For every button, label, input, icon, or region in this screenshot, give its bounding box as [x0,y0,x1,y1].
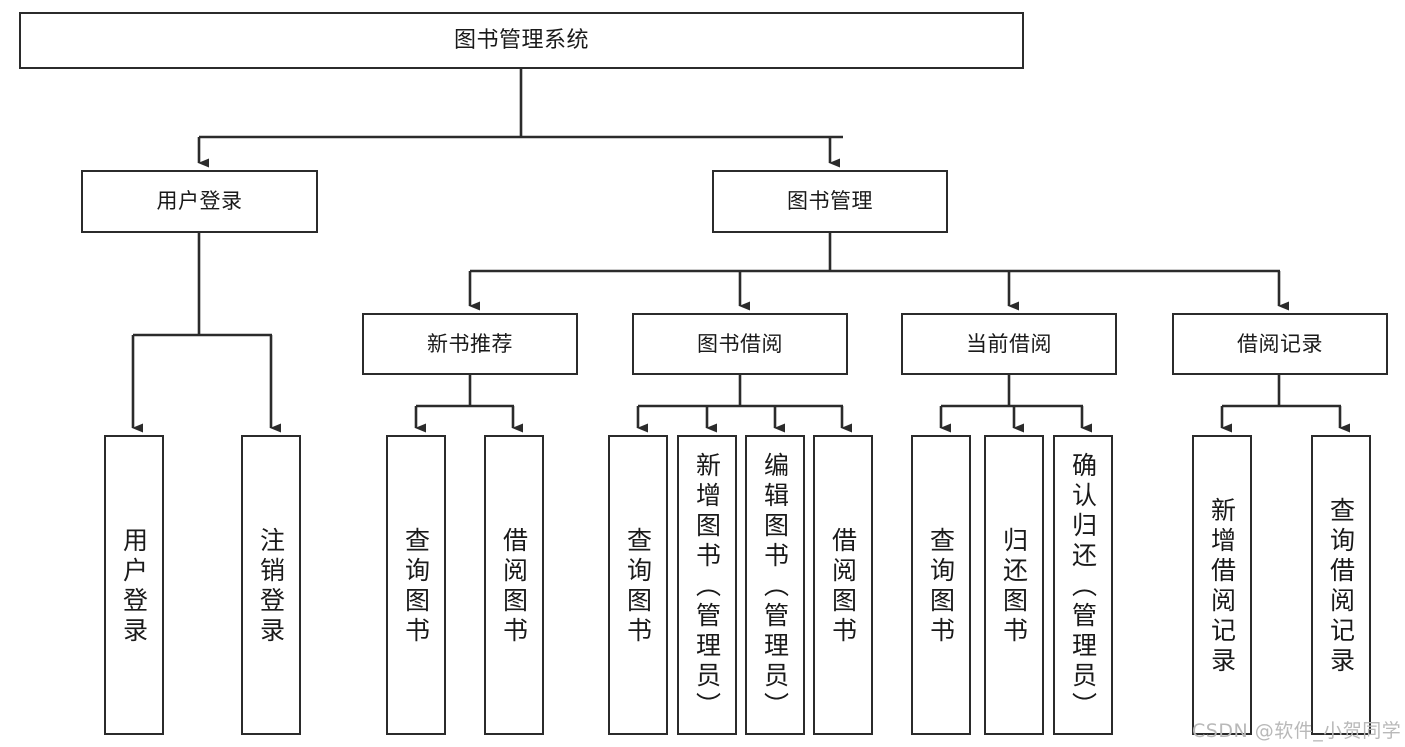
node-current-borrow-label: 当前借阅 [966,331,1052,356]
node-new-book-recommend-label: 新书推荐 [427,331,513,356]
node-leaf-borrow-book[interactable]: 借阅图书 [813,435,873,735]
node-leaf-add-borrow-record[interactable]: 新增借阅记录 [1192,435,1252,735]
node-root[interactable]: 图书管理系统 [19,12,1024,69]
node-book-borrow-label: 图书借阅 [697,331,783,356]
node-leaf-query-borrow-record[interactable]: 查询借阅记录 [1311,435,1371,735]
node-user-login[interactable]: 用户登录 [81,170,318,233]
node-leaf-query-book-current[interactable]: 查询图书 [911,435,971,735]
node-leaf-borrow-book-new[interactable]: 借阅图书 [484,435,544,735]
node-leaf-user-login[interactable]: 用户登录 [104,435,164,735]
node-leaf-return-book-label: 归还图书 [999,527,1029,647]
node-leaf-logout-login[interactable]: 注销登录 [241,435,301,735]
node-book-management-label: 图书管理 [787,189,873,214]
node-leaf-query-book-borrow-label: 查询图书 [623,527,653,647]
node-leaf-query-book-current-label: 查询图书 [926,527,956,647]
node-leaf-edit-book-admin[interactable]: 编辑图书（管理员） [745,435,805,735]
node-leaf-add-book-admin[interactable]: 新增图书（管理员） [677,435,737,735]
node-leaf-logout-login-label: 注销登录 [256,527,286,647]
node-borrow-record-label: 借阅记录 [1237,331,1323,356]
node-leaf-confirm-return-admin[interactable]: 确认归还（管理员） [1053,435,1113,735]
node-leaf-add-borrow-record-label: 新增借阅记录 [1207,497,1237,677]
node-leaf-confirm-return-admin-label: 确认归还（管理员） [1068,452,1098,722]
node-leaf-borrow-book-label: 借阅图书 [828,527,858,647]
node-leaf-query-borrow-record-label: 查询借阅记录 [1326,497,1356,677]
node-leaf-query-book-new-label: 查询图书 [401,527,431,647]
node-book-management[interactable]: 图书管理 [712,170,948,233]
node-new-book-recommend[interactable]: 新书推荐 [362,313,578,375]
node-current-borrow[interactable]: 当前借阅 [901,313,1117,375]
node-user-login-label: 用户登录 [156,189,243,214]
node-leaf-query-book-new[interactable]: 查询图书 [386,435,446,735]
node-leaf-borrow-book-new-label: 借阅图书 [499,527,529,647]
node-leaf-query-book-borrow[interactable]: 查询图书 [608,435,668,735]
node-leaf-edit-book-admin-label: 编辑图书（管理员） [760,452,790,722]
node-leaf-user-login-label: 用户登录 [119,527,149,647]
csdn-watermark: CSDN @软件_小贺同学 [1192,720,1402,742]
node-leaf-add-book-admin-label: 新增图书（管理员） [692,452,722,722]
node-root-label: 图书管理系统 [453,27,589,53]
node-leaf-return-book[interactable]: 归还图书 [984,435,1044,735]
node-borrow-record[interactable]: 借阅记录 [1172,313,1388,375]
node-book-borrow[interactable]: 图书借阅 [632,313,848,375]
